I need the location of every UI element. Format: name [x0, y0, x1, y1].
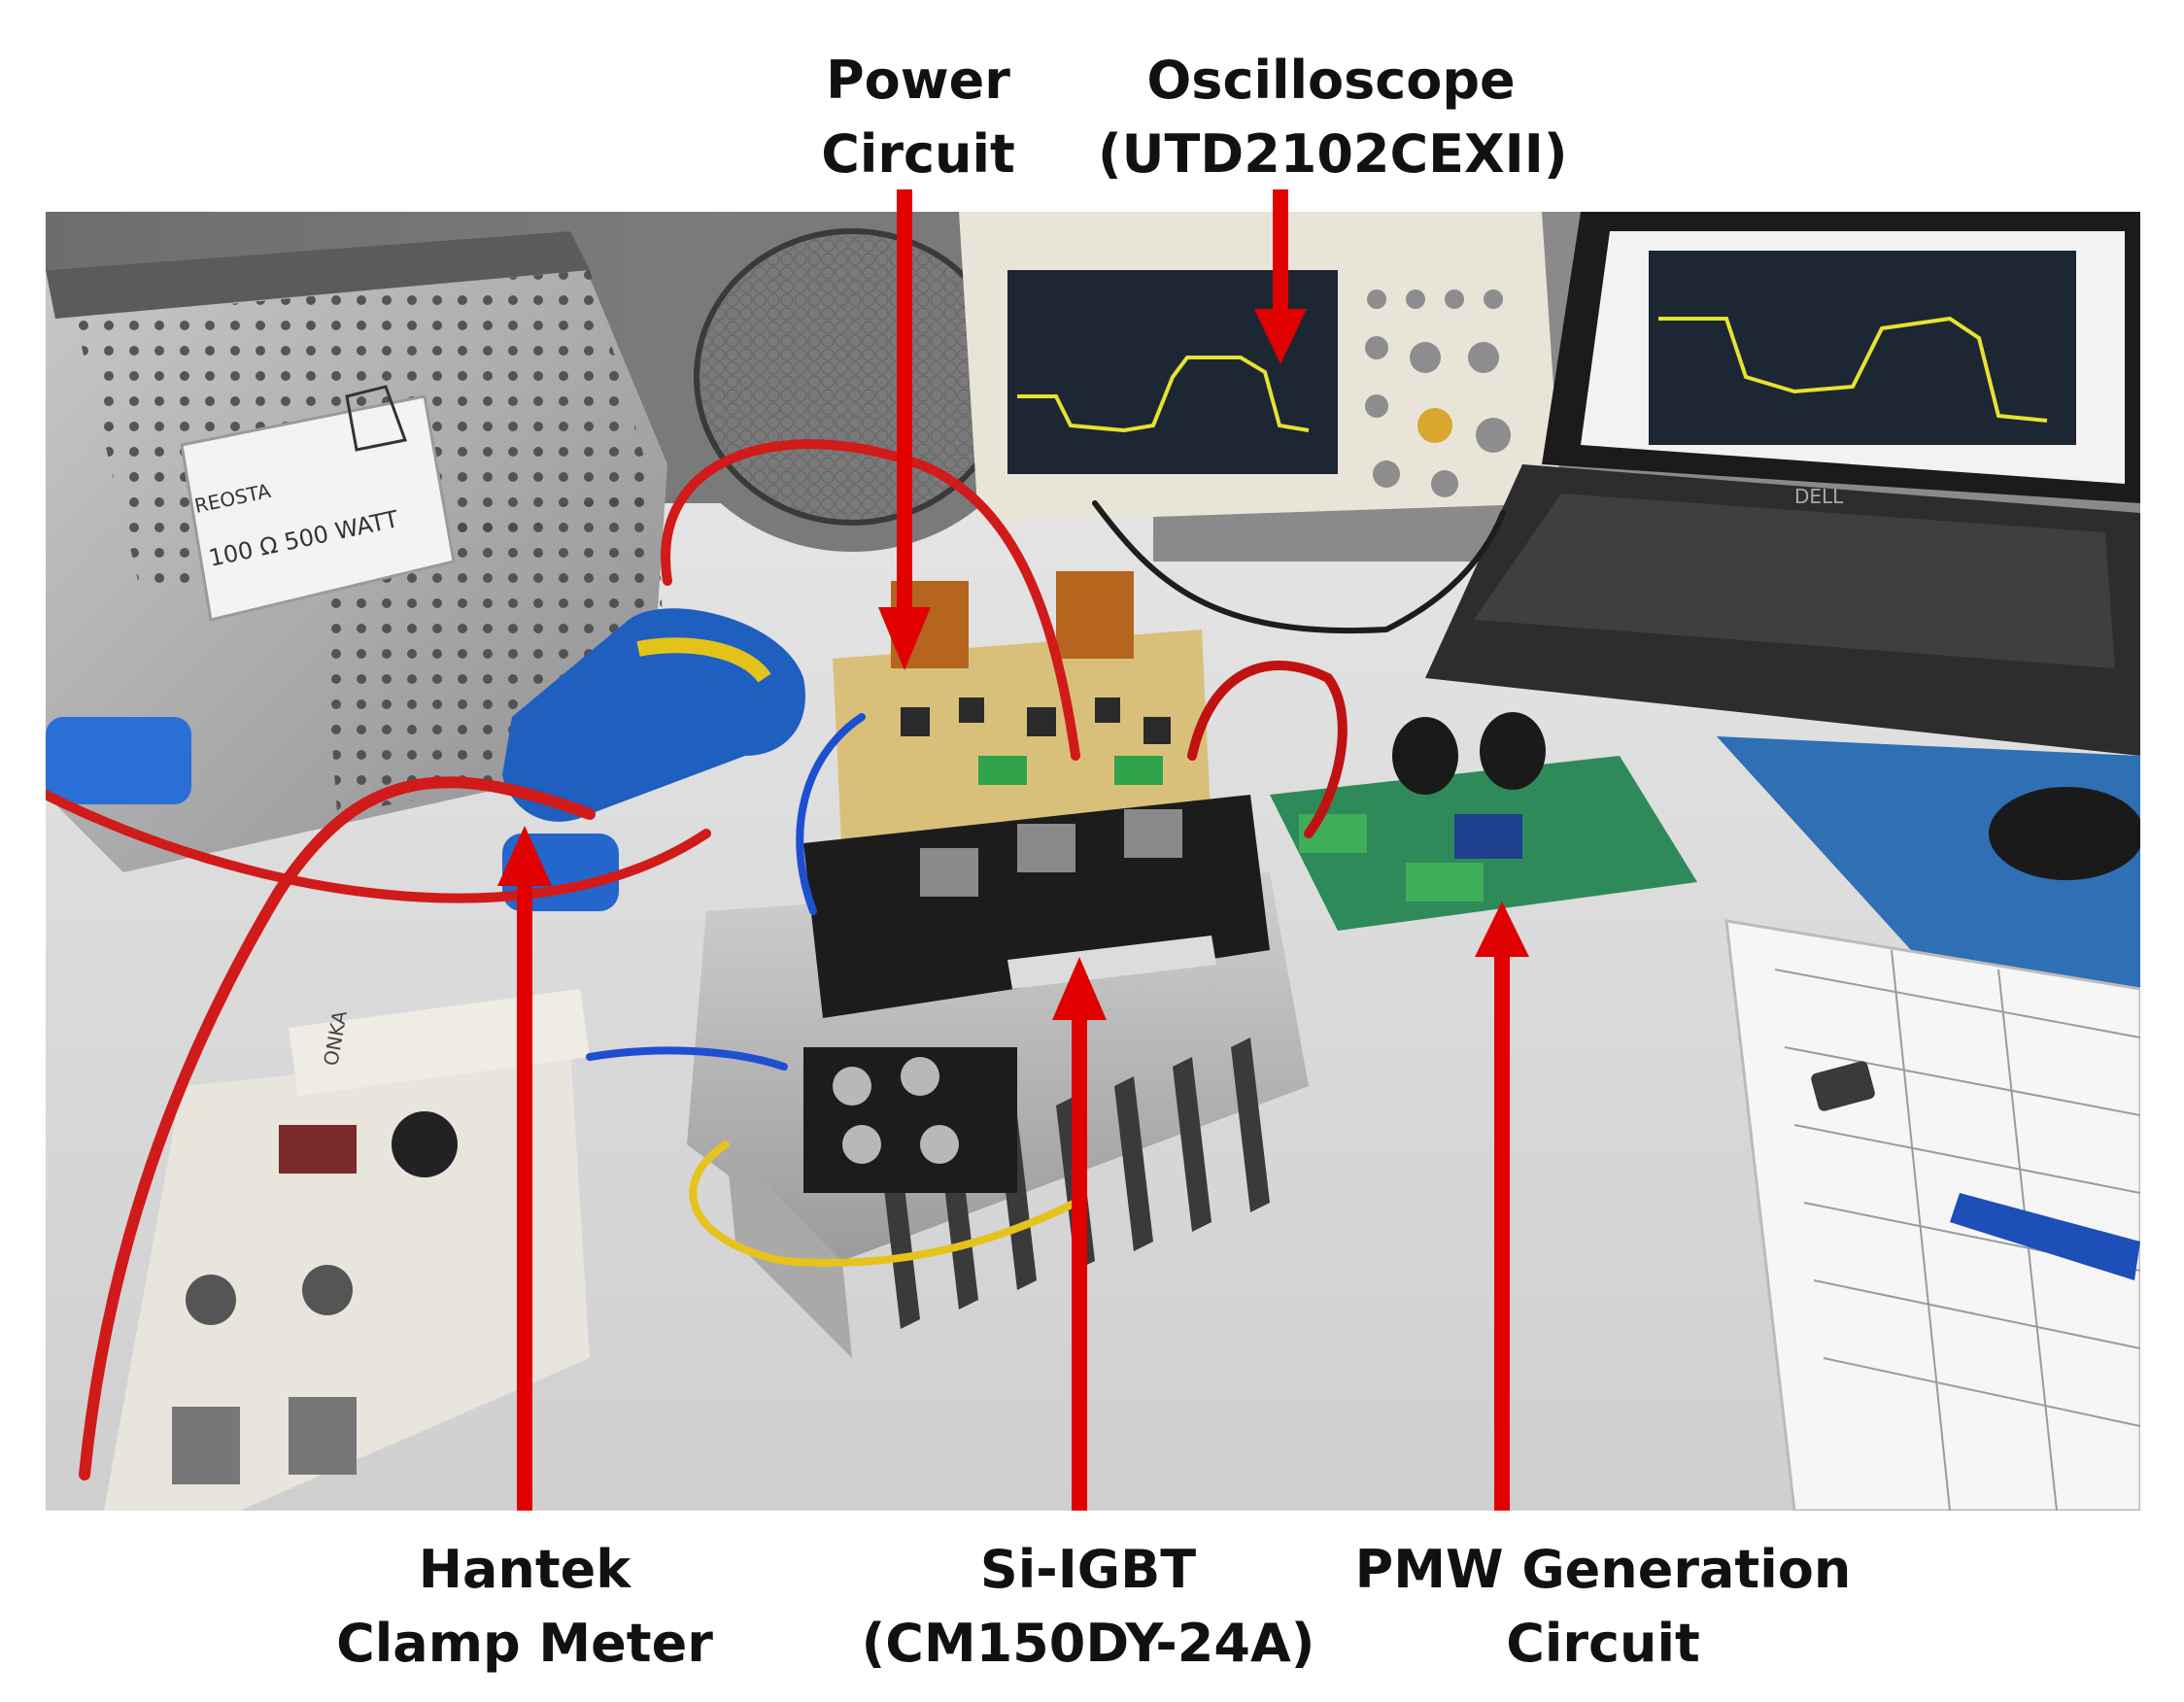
pwm-generation-board [1270, 712, 1697, 931]
laptop-waveform-icon [1658, 316, 2048, 423]
label-pwm-circuit: PMW Generation Circuit [1350, 1533, 1856, 1681]
wires [46, 439, 1506, 1481]
igbt-module [803, 795, 1270, 1193]
circuit-breaker: ONKA [104, 989, 590, 1511]
label-oscilloscope-line1: Oscilloscope [1146, 50, 1516, 111]
label-power-circuit-line1: Power [826, 50, 1010, 111]
label-clamp-meter: Hantek Clamp Meter [321, 1533, 729, 1681]
label-oscilloscope: Oscilloscope (UTD2102CEXII) [1098, 44, 1568, 191]
laptop-brand: DELL [1794, 485, 1844, 508]
paper-notes [1724, 919, 2140, 1511]
arrow-oscilloscope [1254, 189, 1307, 364]
label-power-circuit-line2: Circuit [821, 123, 1015, 185]
arrow-pwm-circuit [1475, 902, 1529, 1511]
label-igbt-line1: Si-IGBT [979, 1539, 1197, 1600]
label-pwm-circuit-line1: PMW Generation [1354, 1539, 1852, 1600]
scope-waveform-icon [1017, 356, 1310, 433]
label-igbt: Si-IGBT (CM150DY-24A) [845, 1533, 1331, 1681]
arrow-power-circuit [878, 189, 931, 670]
arrow-clamp-meter [497, 826, 552, 1511]
rheostat: REOSTA 100 Ω 500 WATT [46, 231, 667, 872]
label-oscilloscope-line2: (UTD2102CEXII) [1098, 123, 1568, 185]
label-igbt-line2: (CM150DY-24A) [861, 1613, 1315, 1674]
label-clamp-meter-line2: Clamp Meter [336, 1613, 713, 1674]
label-power-circuit: Power Circuit [806, 44, 1030, 191]
label-pwm-circuit-line2: Circuit [1506, 1613, 1700, 1674]
label-clamp-meter-line1: Hantek [418, 1539, 631, 1600]
arrow-igbt [1052, 957, 1107, 1511]
laptop: DELL [1425, 212, 2140, 989]
